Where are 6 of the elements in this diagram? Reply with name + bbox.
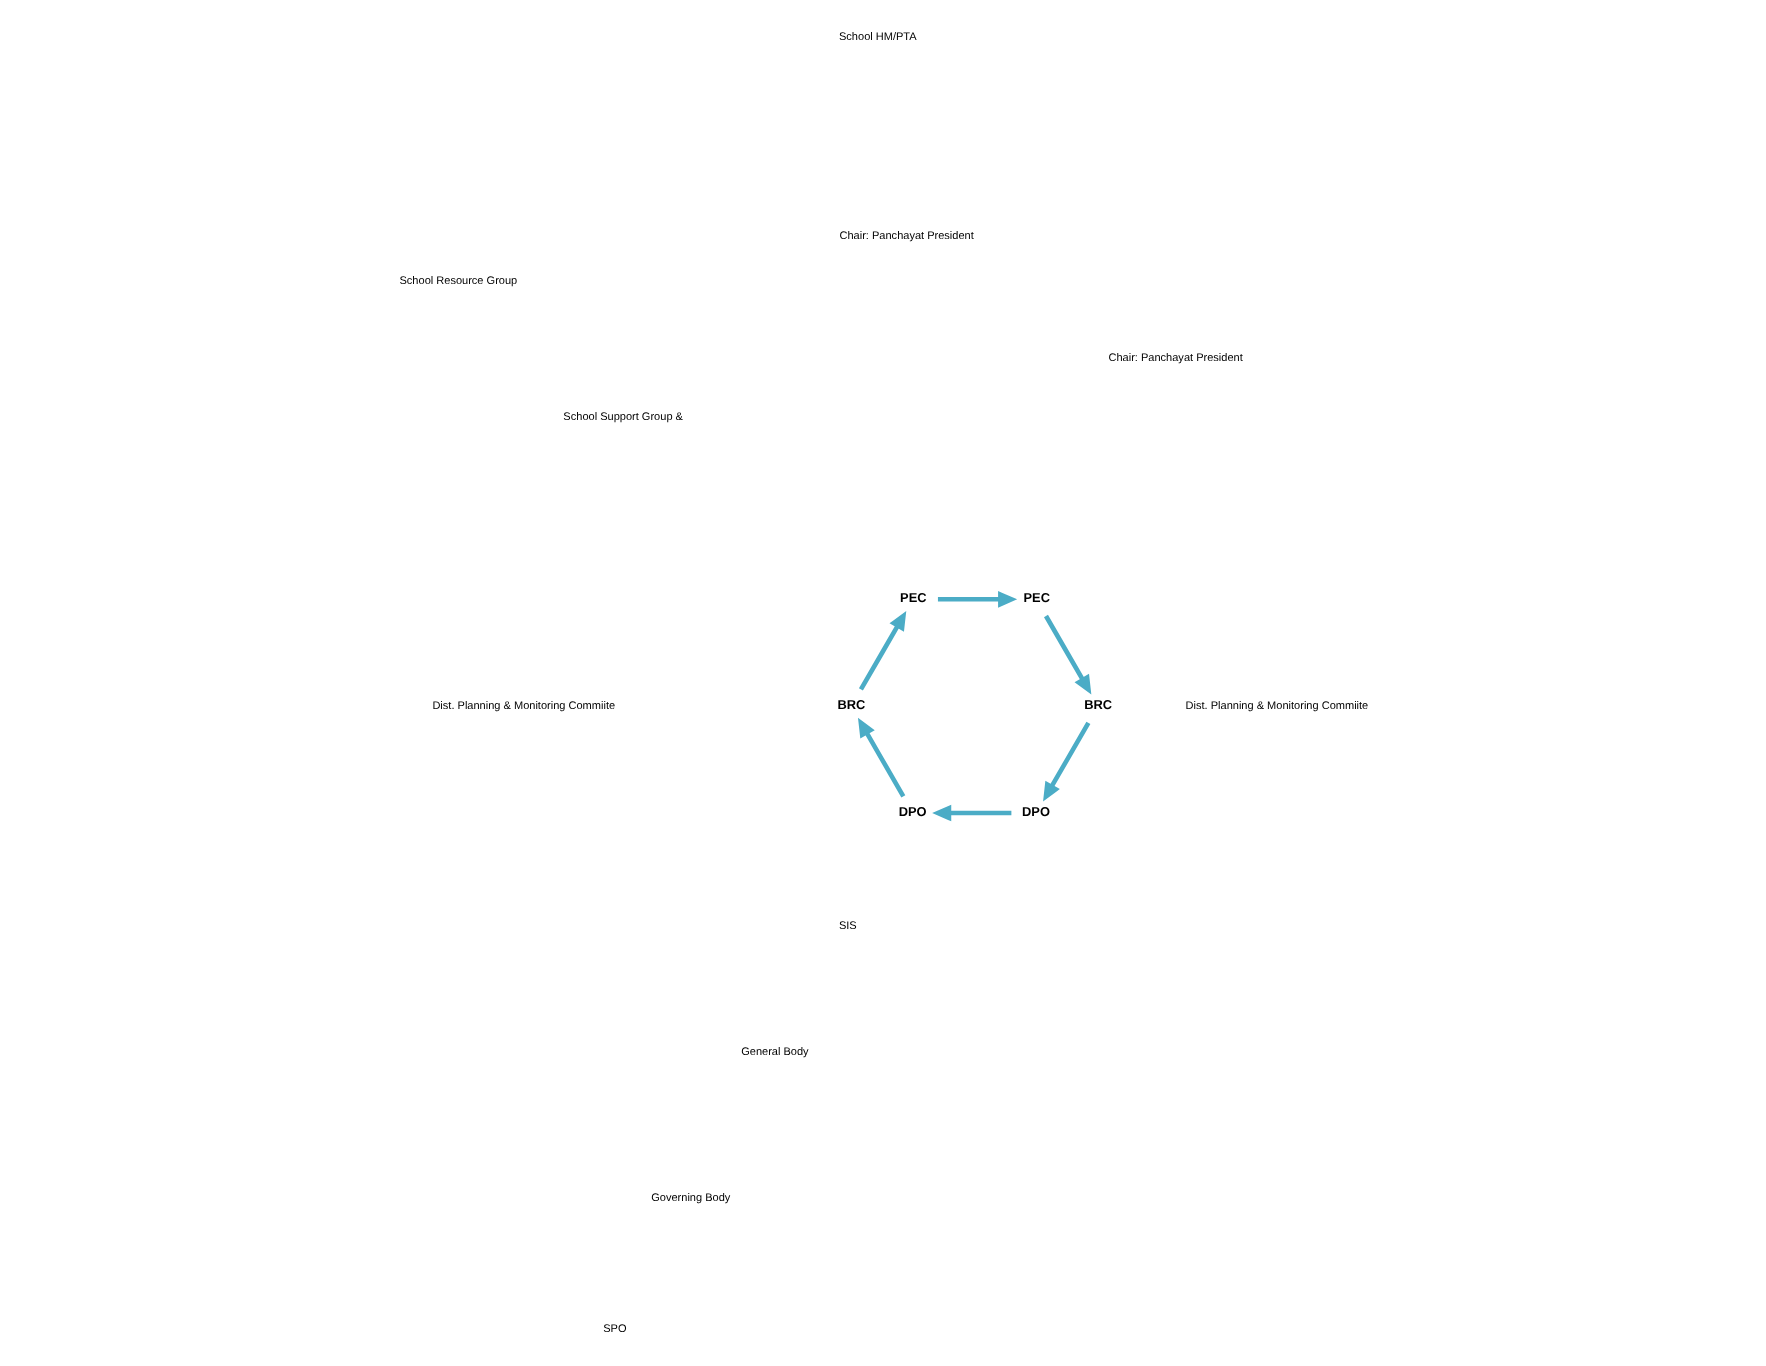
arrow <box>856 717 905 798</box>
arrow <box>857 610 906 691</box>
arrow <box>1042 721 1090 802</box>
arrow <box>1043 614 1091 695</box>
arrow <box>936 590 1017 608</box>
arrow <box>931 804 1011 822</box>
